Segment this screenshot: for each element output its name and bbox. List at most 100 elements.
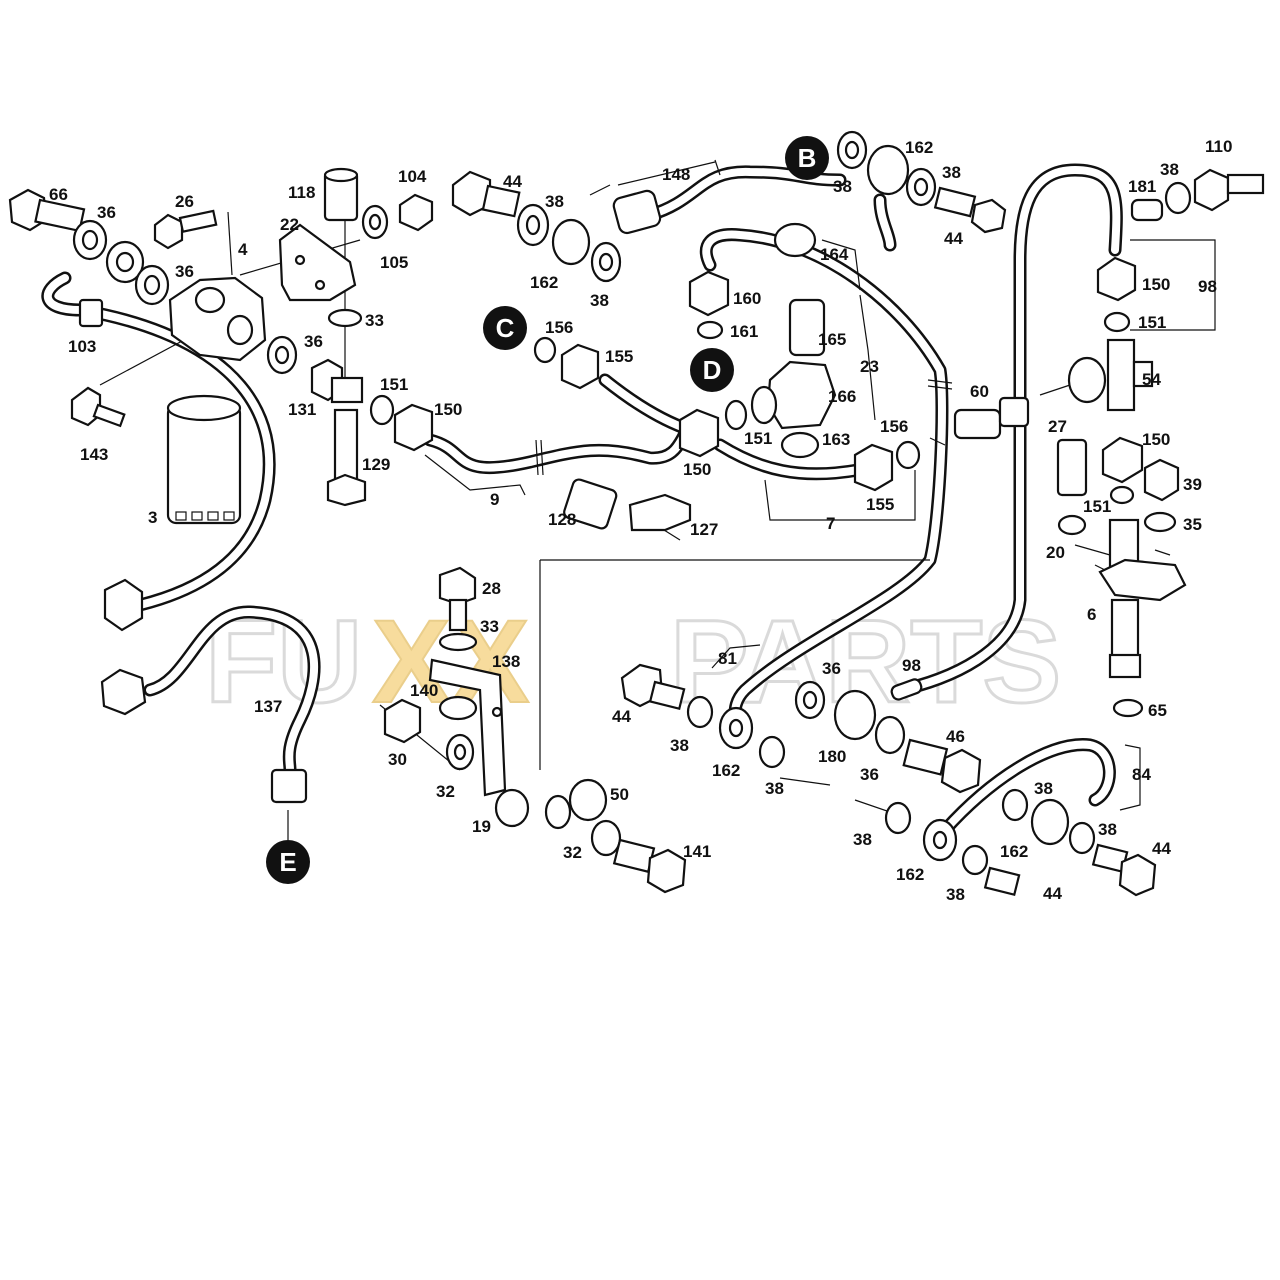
part-label: 131 bbox=[288, 400, 316, 419]
part-label: 118 bbox=[288, 183, 315, 202]
part-label: 3 bbox=[148, 508, 157, 527]
part-label: 156 bbox=[545, 318, 573, 337]
watermark: FU XX PARTS bbox=[204, 595, 1063, 730]
part-label: 38 bbox=[833, 177, 852, 196]
part-label: 38 bbox=[853, 830, 872, 849]
marker-c: C bbox=[483, 306, 527, 350]
part-label: 151 bbox=[1138, 313, 1166, 332]
part-label: 36 bbox=[304, 332, 323, 351]
part-label: 104 bbox=[398, 167, 427, 186]
part-label: 33 bbox=[365, 311, 384, 330]
marker-d: D bbox=[690, 348, 734, 392]
markers: B C D E bbox=[266, 136, 829, 884]
part-label: 54 bbox=[1142, 370, 1161, 389]
part-label: 38 bbox=[670, 736, 689, 755]
part-label: 151 bbox=[744, 429, 772, 448]
part-label: 150 bbox=[683, 460, 711, 479]
part-label: 38 bbox=[942, 163, 961, 182]
part-label: 141 bbox=[683, 842, 711, 861]
part-label: 143 bbox=[80, 445, 108, 464]
part-label: 150 bbox=[1142, 275, 1170, 294]
part-label: 22 bbox=[280, 215, 299, 234]
part-66-bolt bbox=[8, 188, 86, 233]
part-label: 38 bbox=[1160, 160, 1179, 179]
part-label: 6 bbox=[1087, 605, 1096, 624]
part-label: 151 bbox=[380, 375, 408, 394]
part-label: 162 bbox=[905, 138, 933, 157]
part-label: 33 bbox=[480, 617, 499, 636]
part-label: 38 bbox=[946, 885, 965, 904]
parts bbox=[8, 130, 1265, 897]
part-label: 65 bbox=[1148, 701, 1167, 720]
part-label: 155 bbox=[605, 347, 633, 366]
part-label: 84 bbox=[1132, 765, 1151, 784]
part-label: 44 bbox=[503, 172, 522, 191]
part-label: 180 bbox=[818, 747, 846, 766]
svg-text:C: C bbox=[496, 313, 515, 343]
part-label: 161 bbox=[730, 322, 758, 341]
part-label: 162 bbox=[530, 273, 558, 292]
marker-b: B bbox=[785, 136, 829, 180]
part-label: 137 bbox=[254, 697, 282, 716]
part-label: 151 bbox=[1083, 497, 1111, 516]
part-label: 38 bbox=[765, 779, 784, 798]
part-label: 38 bbox=[545, 192, 564, 211]
part-label: 162 bbox=[896, 865, 924, 884]
part-label: 4 bbox=[238, 240, 248, 259]
part-label: 103 bbox=[68, 337, 96, 356]
part-label: 162 bbox=[712, 761, 740, 780]
part-3-filter bbox=[166, 394, 242, 525]
part-label: 128 bbox=[548, 510, 576, 529]
part-label: 148 bbox=[662, 165, 690, 184]
part-label: 28 bbox=[482, 579, 501, 598]
part-label: 50 bbox=[610, 785, 629, 804]
part-label: 32 bbox=[436, 782, 455, 801]
part-label: 165 bbox=[818, 330, 846, 349]
part-label: 98 bbox=[1198, 277, 1217, 296]
part-label: 23 bbox=[860, 357, 879, 376]
part-label: 105 bbox=[380, 253, 408, 272]
part-label: 166 bbox=[828, 387, 856, 406]
part-label: 44 bbox=[1152, 839, 1171, 858]
part-label: 163 bbox=[822, 430, 850, 449]
part-label: 138 bbox=[492, 652, 520, 671]
part-label: 44 bbox=[1043, 884, 1062, 903]
part-label: 36 bbox=[97, 203, 116, 222]
part-label: 39 bbox=[1183, 475, 1202, 494]
part-label: 129 bbox=[362, 455, 390, 474]
part-label: 60 bbox=[970, 382, 989, 401]
part-label: 26 bbox=[175, 192, 194, 211]
part-label: 7 bbox=[826, 514, 835, 533]
svg-text:D: D bbox=[703, 355, 722, 385]
part-label: 38 bbox=[1098, 820, 1117, 839]
part-label: 150 bbox=[1142, 430, 1170, 449]
part-label: 98 bbox=[902, 656, 921, 675]
part-label: 32 bbox=[563, 843, 582, 862]
part-label: 66 bbox=[49, 185, 68, 204]
part-label: 30 bbox=[388, 750, 407, 769]
part-label: 35 bbox=[1183, 515, 1202, 534]
part-label: 150 bbox=[434, 400, 462, 419]
part-label: 81 bbox=[718, 649, 737, 668]
part-label: 9 bbox=[490, 490, 499, 509]
marker-e: E bbox=[266, 840, 310, 884]
svg-text:B: B bbox=[798, 143, 817, 173]
part-label: 36 bbox=[860, 765, 879, 784]
part-label: 36 bbox=[822, 659, 841, 678]
part-label: 27 bbox=[1048, 417, 1067, 436]
part-label: 44 bbox=[944, 229, 963, 248]
part-label: 164 bbox=[820, 245, 849, 264]
part-label: 156 bbox=[880, 417, 908, 436]
part-label: 162 bbox=[1000, 842, 1028, 861]
part-label: 36 bbox=[175, 262, 194, 281]
part-label: 38 bbox=[590, 291, 609, 310]
part-label: 127 bbox=[690, 520, 718, 539]
part-label: 155 bbox=[866, 495, 894, 514]
part-label: 19 bbox=[472, 817, 491, 836]
part-label: 110 bbox=[1205, 137, 1232, 156]
part-label: 181 bbox=[1128, 177, 1156, 196]
part-label: 44 bbox=[612, 707, 631, 726]
part-labels: 66 36 26 36 4 22 118 104 105 33 44 38 16… bbox=[49, 137, 1232, 904]
part-label: 20 bbox=[1046, 543, 1065, 562]
